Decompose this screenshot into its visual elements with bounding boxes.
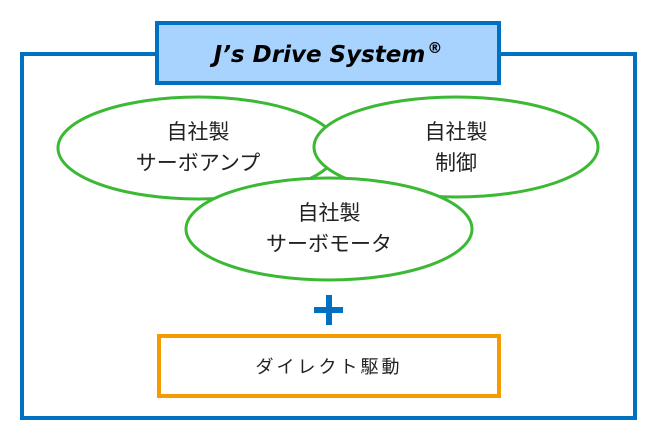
title-label: J’s Drive System [213, 41, 426, 68]
direct-drive-label: ダイレクト駆動 [255, 357, 403, 378]
direct-drive-box: ダイレクト駆動 [157, 334, 501, 398]
title-box: J’s Drive System® [155, 21, 501, 85]
registered-mark: ® [427, 38, 443, 57]
label-servo-motor-line1: 自社製 [297, 201, 361, 225]
label-servo-amp-line1: 自社製 [166, 120, 230, 144]
label-control-line1: 自社製 [424, 120, 488, 144]
label-servo-motor: 自社製 サーボモータ [249, 198, 409, 260]
label-servo-motor-line2: サーボモータ [266, 232, 392, 256]
label-control-line2: 制御 [435, 151, 477, 175]
label-control: 自社製 制御 [376, 117, 536, 179]
title-text: J’s Drive System® [214, 39, 443, 68]
ellipse-control [312, 95, 600, 199]
plus-vertical-bar [326, 295, 332, 325]
label-servo-amp-line2: サーボアンプ [135, 151, 261, 175]
label-servo-amp: 自社製 サーボアンプ [118, 117, 278, 179]
ellipse-servo-motor [184, 176, 474, 282]
